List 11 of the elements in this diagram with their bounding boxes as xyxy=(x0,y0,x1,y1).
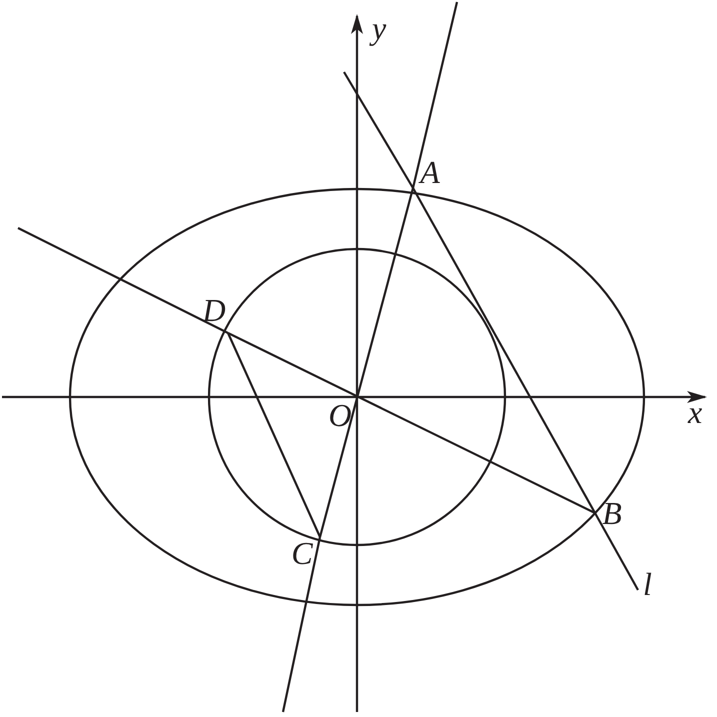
line xyxy=(228,332,596,514)
line xyxy=(318,188,414,538)
line xyxy=(412,187,596,514)
axis-label: x xyxy=(688,396,702,428)
point-label: B xyxy=(597,497,627,529)
point-label: O xyxy=(323,399,357,431)
edge-label: l xyxy=(643,568,652,600)
point-label: D xyxy=(198,294,230,326)
point-label: C xyxy=(284,537,320,571)
point-label: A xyxy=(413,156,447,188)
line xyxy=(227,332,321,538)
